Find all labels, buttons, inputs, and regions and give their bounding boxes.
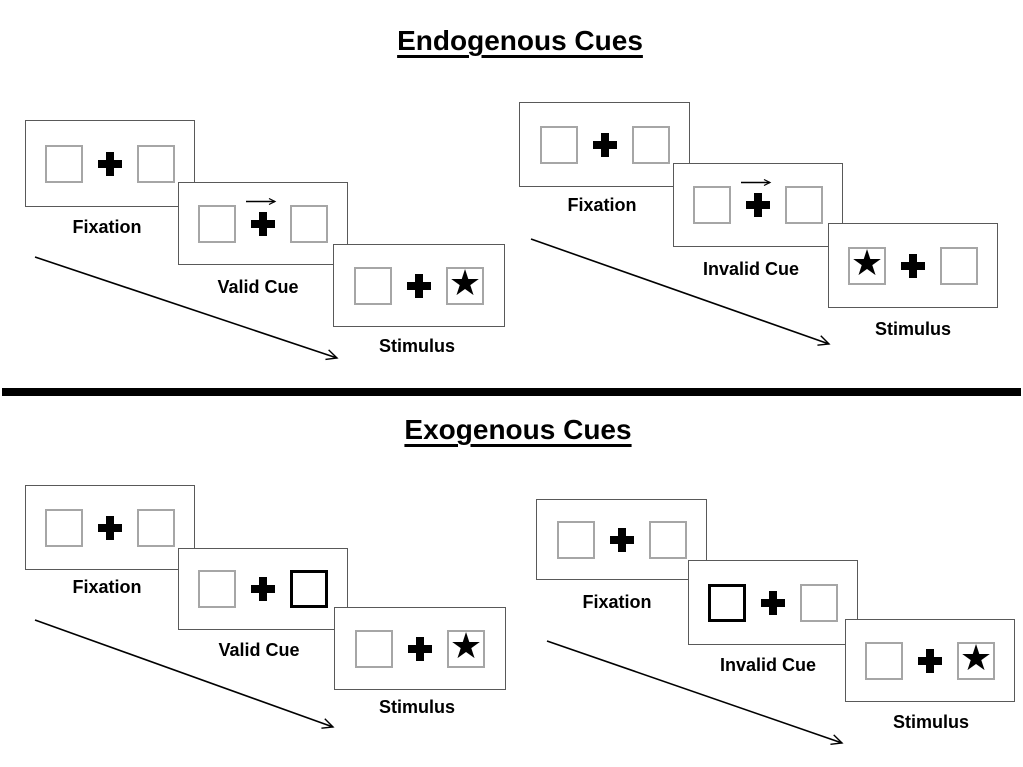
star-target-icon: ★ [850, 242, 884, 284]
stimulus-label: Stimulus [378, 336, 456, 356]
cue-label: Valid Cue [218, 640, 300, 660]
left-box [355, 629, 393, 668]
fixation-panel [25, 485, 195, 570]
right-box [800, 583, 838, 622]
right-box-with-target: ★ [957, 637, 995, 680]
cue-label: Valid Cue [217, 277, 299, 297]
star-target-icon: ★ [959, 637, 993, 679]
cue-label: Invalid Cue [719, 655, 817, 675]
fixation-panel [25, 120, 195, 207]
fixation-label: Fixation [567, 195, 637, 215]
timeline-arrow-exogenous-valid [34, 619, 335, 729]
left-box [45, 508, 83, 547]
left-box-with-target: ★ [848, 242, 886, 285]
fixation-panel [536, 499, 707, 580]
exogenous-section-title: Exogenous Cues [404, 414, 632, 445]
fixation-cross-icon [592, 132, 617, 157]
right-box [137, 508, 175, 547]
fixation-cross-icon [609, 527, 634, 552]
right-box-with-target: ★ [446, 262, 484, 305]
left-box [693, 186, 731, 224]
timeline-arrow-endogenous-invalid [530, 238, 831, 346]
stimulus-panel: ★ [828, 223, 998, 308]
fixation-cross-icon [98, 151, 122, 176]
stimulus-panel: ★ [845, 619, 1015, 702]
cue-panel [178, 548, 348, 630]
fixation-label: Fixation [72, 217, 142, 237]
fixation-label: Fixation [582, 592, 652, 612]
right-box [940, 246, 978, 285]
star-target-icon: ★ [448, 262, 482, 304]
right-arrow-cue-icon [741, 178, 772, 187]
star-target-icon: ★ [449, 625, 483, 667]
cue-panel [688, 560, 858, 645]
right-box [137, 144, 175, 183]
cue-panel [178, 182, 348, 265]
fixation-cross-icon [741, 178, 772, 217]
stimulus-label: Stimulus [892, 712, 970, 732]
section-divider [2, 388, 1021, 396]
left-box [198, 570, 236, 608]
timeline-arrow-endogenous-valid [34, 256, 339, 361]
left-box [198, 204, 236, 243]
fixation-panel [519, 102, 690, 187]
right-box [785, 186, 823, 224]
fixation-label: Fixation [72, 577, 142, 597]
left-box [45, 144, 83, 183]
fixation-cross-icon [901, 253, 925, 278]
right-box [290, 204, 328, 243]
stimulus-panel: ★ [333, 244, 505, 327]
stimulus-label: Stimulus [378, 697, 456, 717]
left-box [865, 641, 903, 680]
cue-panel [673, 163, 843, 247]
left-box [556, 520, 595, 559]
right-box [631, 125, 670, 164]
fixation-cross-icon [98, 515, 122, 540]
left-box [354, 266, 392, 305]
fixation-cross-icon [408, 636, 432, 661]
left-box-highlight-cue [708, 583, 746, 622]
right-box [648, 520, 687, 559]
right-box-highlight-cue [290, 570, 328, 608]
fixation-cross-icon [918, 648, 942, 673]
fixation-cross-icon [251, 577, 275, 601]
endogenous-section-title: Endogenous Cues [397, 25, 643, 56]
right-arrow-cue-icon [246, 197, 277, 205]
fixation-cross-icon [407, 273, 431, 298]
left-box [539, 125, 578, 164]
fixation-cross-icon [761, 590, 785, 615]
fixation-cross-icon [246, 197, 277, 236]
cue-label: Invalid Cue [702, 259, 800, 279]
stimulus-panel: ★ [334, 607, 506, 690]
right-box-with-target: ★ [447, 625, 485, 668]
stimulus-label: Stimulus [874, 319, 952, 339]
